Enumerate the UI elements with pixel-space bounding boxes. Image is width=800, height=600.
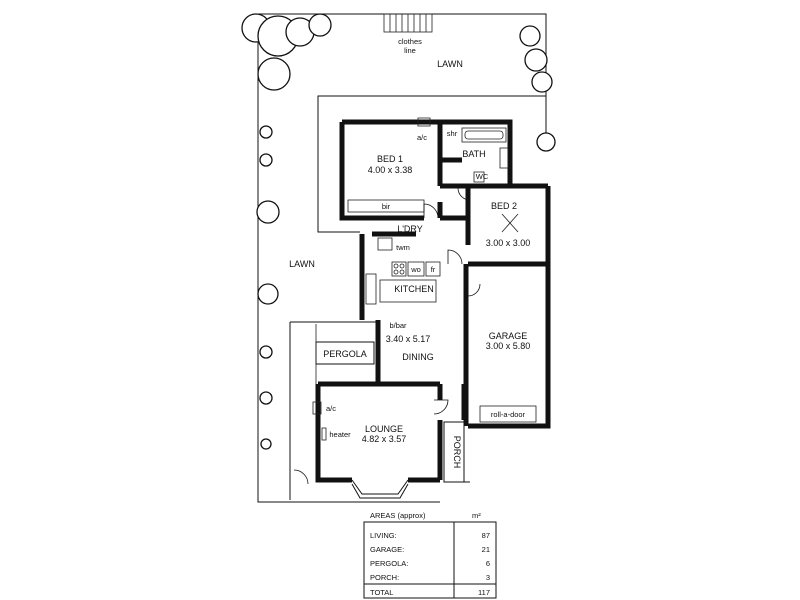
wc-label: WC bbox=[476, 172, 489, 181]
wo-label: wo bbox=[410, 265, 421, 274]
areas-unit: m² bbox=[472, 511, 481, 520]
trees bbox=[241, 13, 556, 450]
dining-label: DINING bbox=[402, 352, 434, 362]
garage-size: 3.00 x 5.80 bbox=[486, 341, 531, 351]
roll-a-door bbox=[479, 405, 537, 423]
bed2-cross-marker bbox=[501, 213, 519, 233]
lawn-top-label: LAWN bbox=[437, 59, 463, 69]
porch-outline bbox=[443, 421, 465, 483]
bed2-name: BED 2 bbox=[491, 201, 517, 211]
bed2-size: 3.00 x 3.00 bbox=[486, 238, 531, 248]
areas-row-label: PERGOLA: bbox=[370, 559, 408, 568]
bath-label: BATH bbox=[462, 149, 485, 159]
lounge-ac-unit bbox=[312, 401, 322, 415]
shr-label: shr bbox=[447, 129, 458, 138]
bbar-label: b/bar bbox=[389, 321, 407, 330]
bir-label: bir bbox=[382, 202, 391, 211]
roll-door-label: roll-a-door bbox=[491, 410, 526, 419]
areas-row-value: 3 bbox=[486, 573, 490, 582]
areas-total-value: 117 bbox=[478, 588, 490, 597]
areas-title: AREAS (approx) bbox=[370, 511, 426, 520]
areas-row-value: 87 bbox=[482, 531, 490, 540]
trough bbox=[377, 237, 393, 251]
door-swings bbox=[293, 187, 481, 485]
lounge-name: LOUNGE bbox=[365, 424, 403, 434]
areas-row-label: PORCH: bbox=[370, 573, 399, 582]
kd-size: 3.40 x 5.17 bbox=[386, 334, 431, 344]
areas-row-value: 6 bbox=[486, 559, 490, 568]
areas-row-label: LIVING: bbox=[370, 531, 397, 540]
kitchen-fixtures bbox=[365, 261, 441, 305]
ac-lounge-label: a/c bbox=[326, 404, 336, 413]
pergola bbox=[315, 324, 375, 384]
areas-row-label: GARAGE: bbox=[370, 545, 404, 554]
clothes-line-label-2: line bbox=[404, 46, 416, 55]
porch-label: PORCH bbox=[452, 436, 462, 469]
lounge-size: 4.82 x 3.57 bbox=[362, 434, 407, 444]
garage-name: GARAGE bbox=[489, 331, 528, 341]
clothes-line: clothes line bbox=[383, 13, 433, 55]
bed1-name: BED 1 bbox=[377, 154, 403, 164]
house-walls bbox=[315, 119, 551, 483]
twm-label: twm bbox=[396, 243, 410, 252]
bath-fixtures bbox=[417, 117, 509, 183]
areas-table: AREAS (approx) m² LIVING: 87 GARAGE: 21 … bbox=[363, 511, 497, 599]
clothes-line-label-1: clothes bbox=[398, 37, 422, 46]
lawn-left-label: LAWN bbox=[289, 259, 315, 269]
kitchen-label: KITCHEN bbox=[394, 284, 434, 294]
fr-label: fr bbox=[431, 265, 436, 274]
pergola-label: PERGOLA bbox=[323, 349, 367, 359]
bay-window bbox=[351, 479, 409, 499]
ldry-label: L'DRY bbox=[397, 224, 423, 234]
areas-total-label: TOTAL bbox=[370, 588, 393, 597]
heater-label: heater bbox=[329, 430, 351, 439]
areas-row-value: 21 bbox=[482, 545, 490, 554]
ac-top-label: a/c bbox=[417, 133, 427, 142]
bed1-size: 4.00 x 3.38 bbox=[368, 165, 413, 175]
heater-unit bbox=[321, 427, 327, 441]
